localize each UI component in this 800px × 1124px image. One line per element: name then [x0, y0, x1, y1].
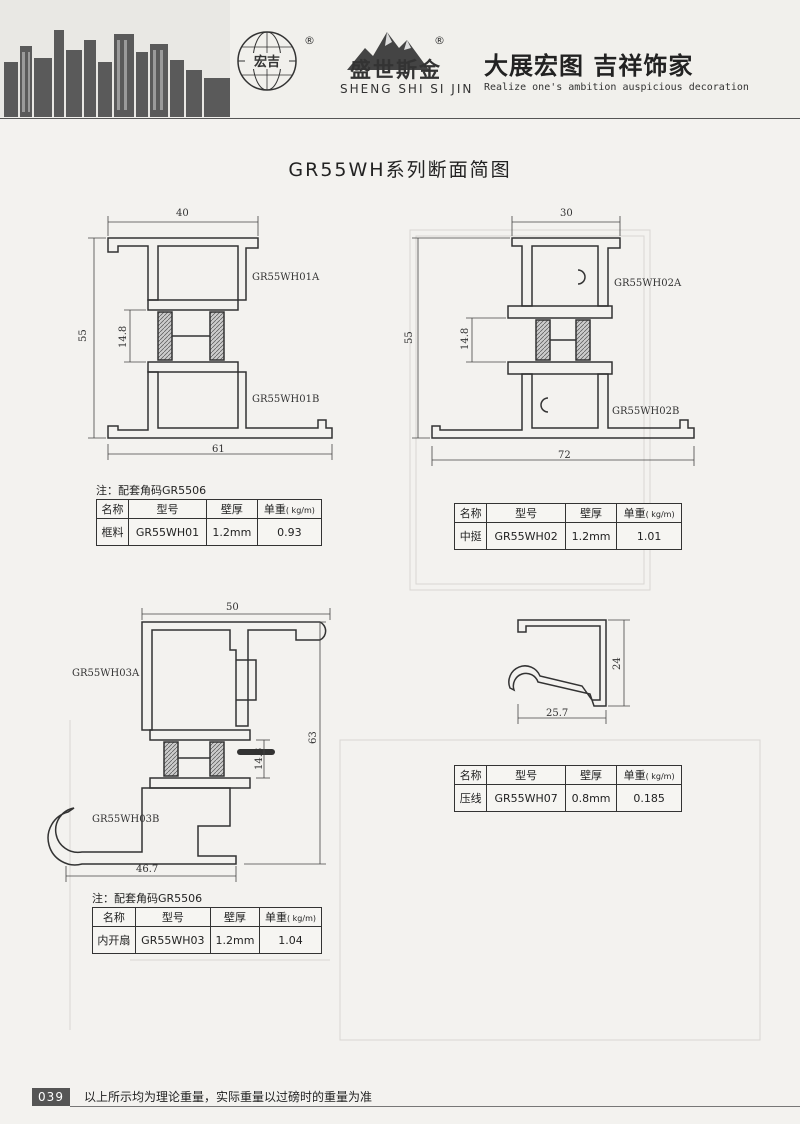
col-header-weight: 单重( kg/m): [616, 765, 682, 785]
cell-wall: 1.2mm: [209, 926, 261, 954]
globe-logo-icon: 宏吉: [237, 31, 297, 91]
mullion-bottom-dim: 72: [558, 450, 571, 461]
mullion-label-b: GR55WH02B: [612, 406, 679, 417]
col-header-model: 型号: [128, 499, 207, 519]
col-header-name: 名称: [453, 503, 488, 523]
col-header-wall: 壁厚: [205, 499, 258, 519]
cell-weight: 1.01: [616, 522, 682, 550]
registered-mark-2: ®: [434, 34, 445, 47]
cell-wall: 1.2mm: [205, 518, 258, 546]
cell-wall: 0.8mm: [564, 784, 618, 812]
slogan-en: Realize one's ambition auspicious decora…: [484, 82, 749, 93]
bead-spec-table: 名称 型号 壁厚 单重( kg/m) 压线 GR55WH07 0.8mm 0.1…: [453, 765, 682, 812]
cell-name: 压线: [453, 784, 488, 812]
col-header-name: 名称: [92, 907, 136, 927]
frame-width-dim: 40: [176, 208, 189, 219]
mullion-spec-table: 名称 型号 壁厚 单重( kg/m) 中挺 GR55WH02 1.2mm 1.0…: [453, 503, 682, 550]
mullion-label-a: GR55WH02A: [614, 278, 682, 289]
bead-width-dim: 25.7: [546, 708, 568, 719]
table-row: 压线 GR55WH07 0.8mm 0.185: [453, 784, 682, 812]
mullion-width-dim: 30: [560, 208, 573, 219]
background-ghost-drawing: [69, 229, 761, 1041]
sash-label-a: GR55WH03A: [72, 668, 140, 679]
cell-model: GR55WH07: [486, 784, 566, 812]
sash-bottom-dim: 46.7: [136, 864, 158, 875]
footer-divider: [70, 1106, 800, 1107]
mullion-profile-drawing: [431, 237, 695, 439]
sash-width-dim: 50: [226, 602, 239, 613]
col-header-wall: 壁厚: [209, 907, 261, 927]
col-header-weight: 单重( kg/m): [259, 907, 322, 927]
sash-height-dim: 63: [308, 731, 319, 744]
col-header-model: 型号: [134, 907, 211, 927]
frame-spec-table: 名称 型号 壁厚 单重( kg/m) 框料 GR55WH01 1.2mm 0.9…: [95, 499, 323, 546]
page-number: 039: [32, 1088, 70, 1106]
sash-note: 注：配套角码GR5506: [92, 892, 203, 905]
cell-name: 框料: [95, 518, 130, 546]
cell-wall: 1.2mm: [564, 522, 618, 550]
brand-name-en: SHENG SHI SI JIN: [340, 82, 474, 96]
sash-spec-table: 名称 型号 壁厚 单重( kg/m) 内开扇 GR55WH03 1.2mm 1.…: [92, 907, 322, 954]
mullion-height-dim: 55: [404, 331, 415, 344]
page-header: 宏吉 ® ® 盛世斯金 SHENG SHI SI JIN 大展宏图 吉祥饰家 R…: [0, 0, 800, 119]
frame-note: 注：配套角码GR5506: [96, 484, 207, 497]
frame-break-dim: 14.8: [118, 326, 129, 348]
registered-mark: ®: [304, 34, 315, 47]
cell-model: GR55WH01: [128, 518, 207, 546]
cell-weight: 0.185: [616, 784, 682, 812]
cell-name: 中挺: [453, 522, 488, 550]
mullion-break-dim: 14.8: [460, 328, 471, 350]
cell-weight: 1.04: [259, 926, 322, 954]
bead-height-dim: 24: [612, 657, 623, 670]
frame-bottom-dim: 61: [212, 444, 225, 455]
bead-profile-drawing: [508, 619, 607, 707]
mountain-logo-icon: [347, 32, 429, 70]
table-row: 框料 GR55WH01 1.2mm 0.93: [95, 518, 323, 546]
col-header-name: 名称: [95, 499, 130, 519]
sash-label-b: GR55WH03B: [92, 814, 159, 825]
col-header-name: 名称: [453, 765, 488, 785]
slogan-cn: 大展宏图 吉祥饰家: [484, 52, 694, 80]
frame-label-a: GR55WH01A: [252, 272, 320, 283]
city-skyline-image: [0, 0, 230, 117]
table-row: 内开扇 GR55WH03 1.2mm 1.04: [92, 926, 322, 954]
brand-name-cn: 盛世斯金: [350, 57, 442, 82]
footer-note: 以上所示均为理论重量，实际重量以过磅时的重量为准: [84, 1090, 373, 1104]
frame-height-dim: 55: [78, 329, 89, 342]
logo-left-text: 宏吉: [254, 54, 280, 70]
sash-break-dim: 14.8: [254, 748, 265, 770]
frame-label-b: GR55WH01B: [252, 394, 319, 405]
col-header-weight: 单重( kg/m): [256, 499, 323, 519]
page-title: GR55WH系列断面简图: [288, 159, 512, 181]
col-header-weight: 单重( kg/m): [616, 503, 682, 523]
sash-profile-drawing: [47, 621, 327, 866]
col-header-model: 型号: [486, 503, 566, 523]
cell-model: GR55WH02: [486, 522, 566, 550]
cell-name: 内开扇: [92, 926, 136, 954]
col-header-model: 型号: [486, 765, 566, 785]
col-header-wall: 壁厚: [564, 765, 618, 785]
col-header-wall: 壁厚: [564, 503, 618, 523]
cell-model: GR55WH03: [134, 926, 211, 954]
cell-weight: 0.93: [256, 518, 323, 546]
frame-profile-drawing: [107, 237, 333, 439]
table-row: 中挺 GR55WH02 1.2mm 1.01: [453, 522, 682, 550]
